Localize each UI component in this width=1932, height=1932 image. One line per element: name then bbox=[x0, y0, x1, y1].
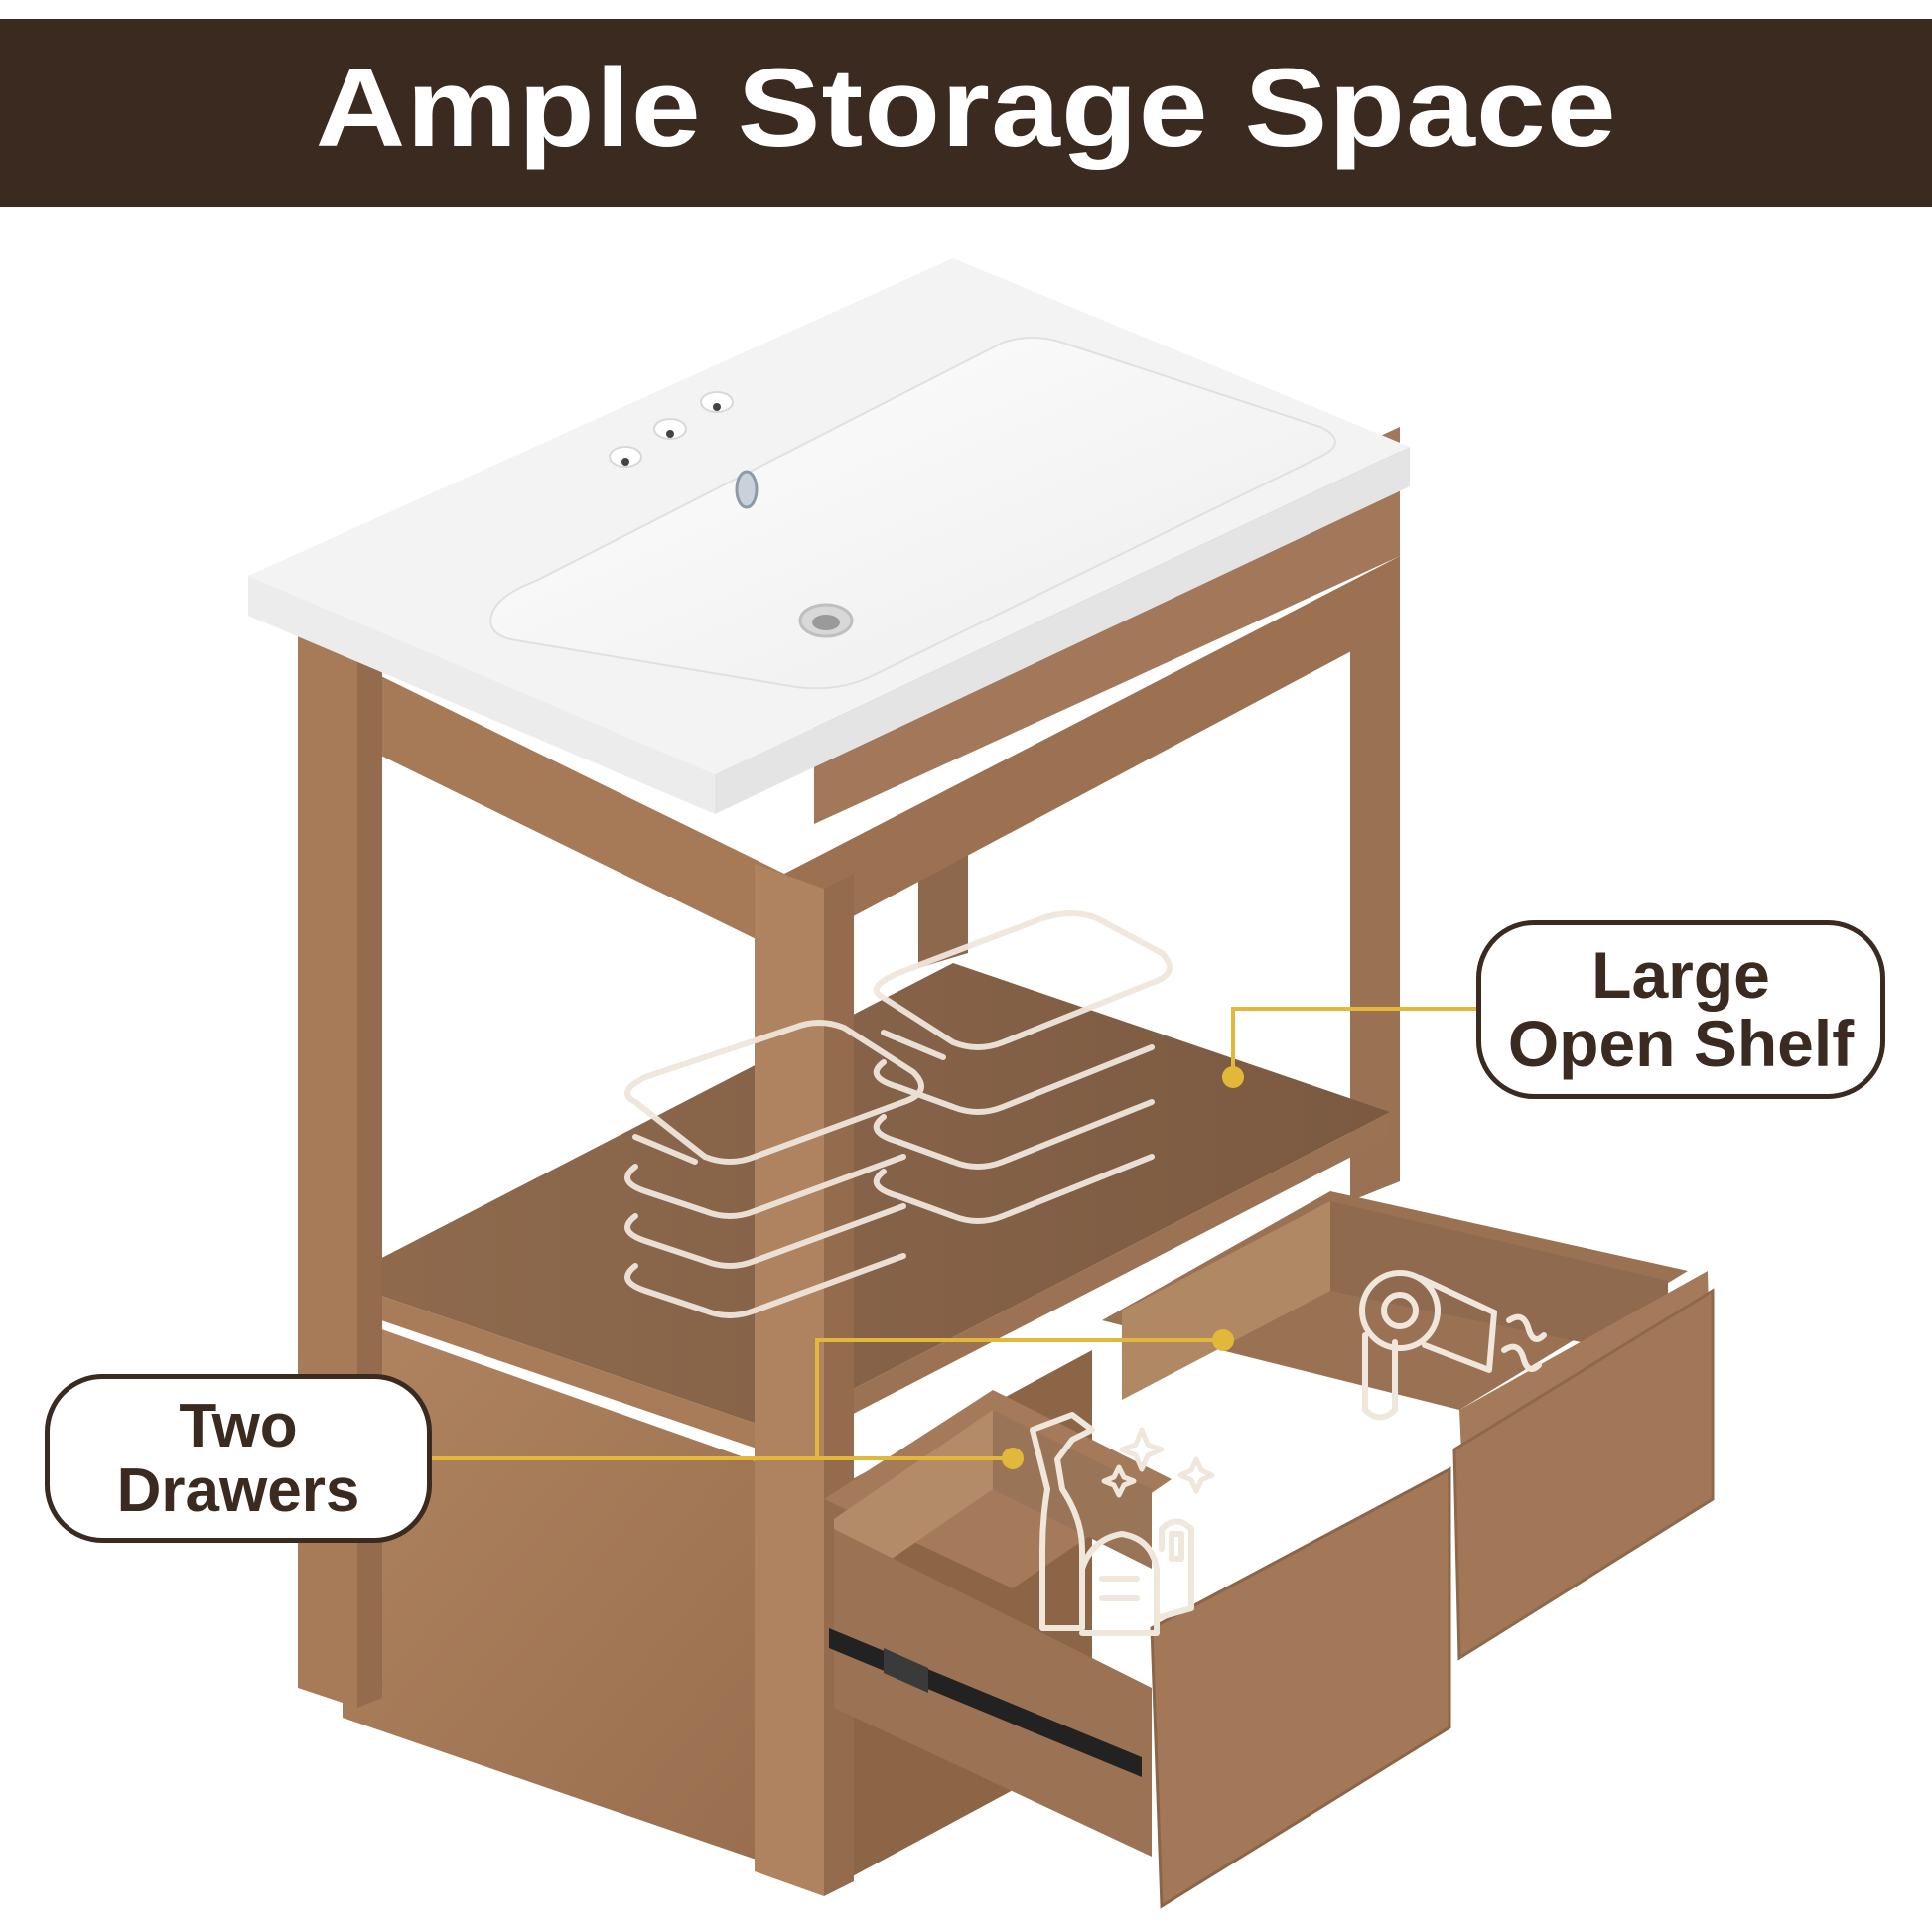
callout-line: Drawers bbox=[116, 1456, 360, 1525]
sparkle-icon bbox=[1101, 1427, 1215, 1498]
drawer-right bbox=[1102, 1191, 1715, 1661]
drawers-callout-dot-right bbox=[1212, 1329, 1234, 1351]
back-right-leg bbox=[1350, 606, 1400, 1201]
cleaning-supplies-icon bbox=[1030, 1412, 1194, 1636]
front-middle-leg bbox=[755, 864, 854, 1896]
drawers-callout-connector bbox=[432, 1338, 1223, 1460]
drawers-callout-dot-left bbox=[1002, 1448, 1024, 1469]
callout-line: Open Shelf bbox=[1507, 1007, 1855, 1080]
shelf-callout-connector bbox=[1231, 1007, 1476, 1077]
callout-line: Large bbox=[1591, 937, 1770, 1012]
header-banner: Ample Storage Space bbox=[0, 19, 1932, 207]
hair-dryer-icon bbox=[1359, 1270, 1547, 1421]
front-left-leg bbox=[298, 635, 382, 1708]
page-title: Ample Storage Space bbox=[315, 45, 1617, 170]
towels-icon bbox=[624, 910, 1173, 1318]
callout-line: Two bbox=[179, 1391, 298, 1460]
shelf-callout-dot bbox=[1222, 1066, 1244, 1088]
callout-large-open-shelf: Large Open Shelf bbox=[1476, 920, 1885, 1099]
ceramic-sink-top bbox=[248, 258, 1410, 814]
callout-two-drawers: Two Drawers bbox=[45, 1374, 432, 1543]
open-shelf bbox=[338, 963, 1390, 1454]
